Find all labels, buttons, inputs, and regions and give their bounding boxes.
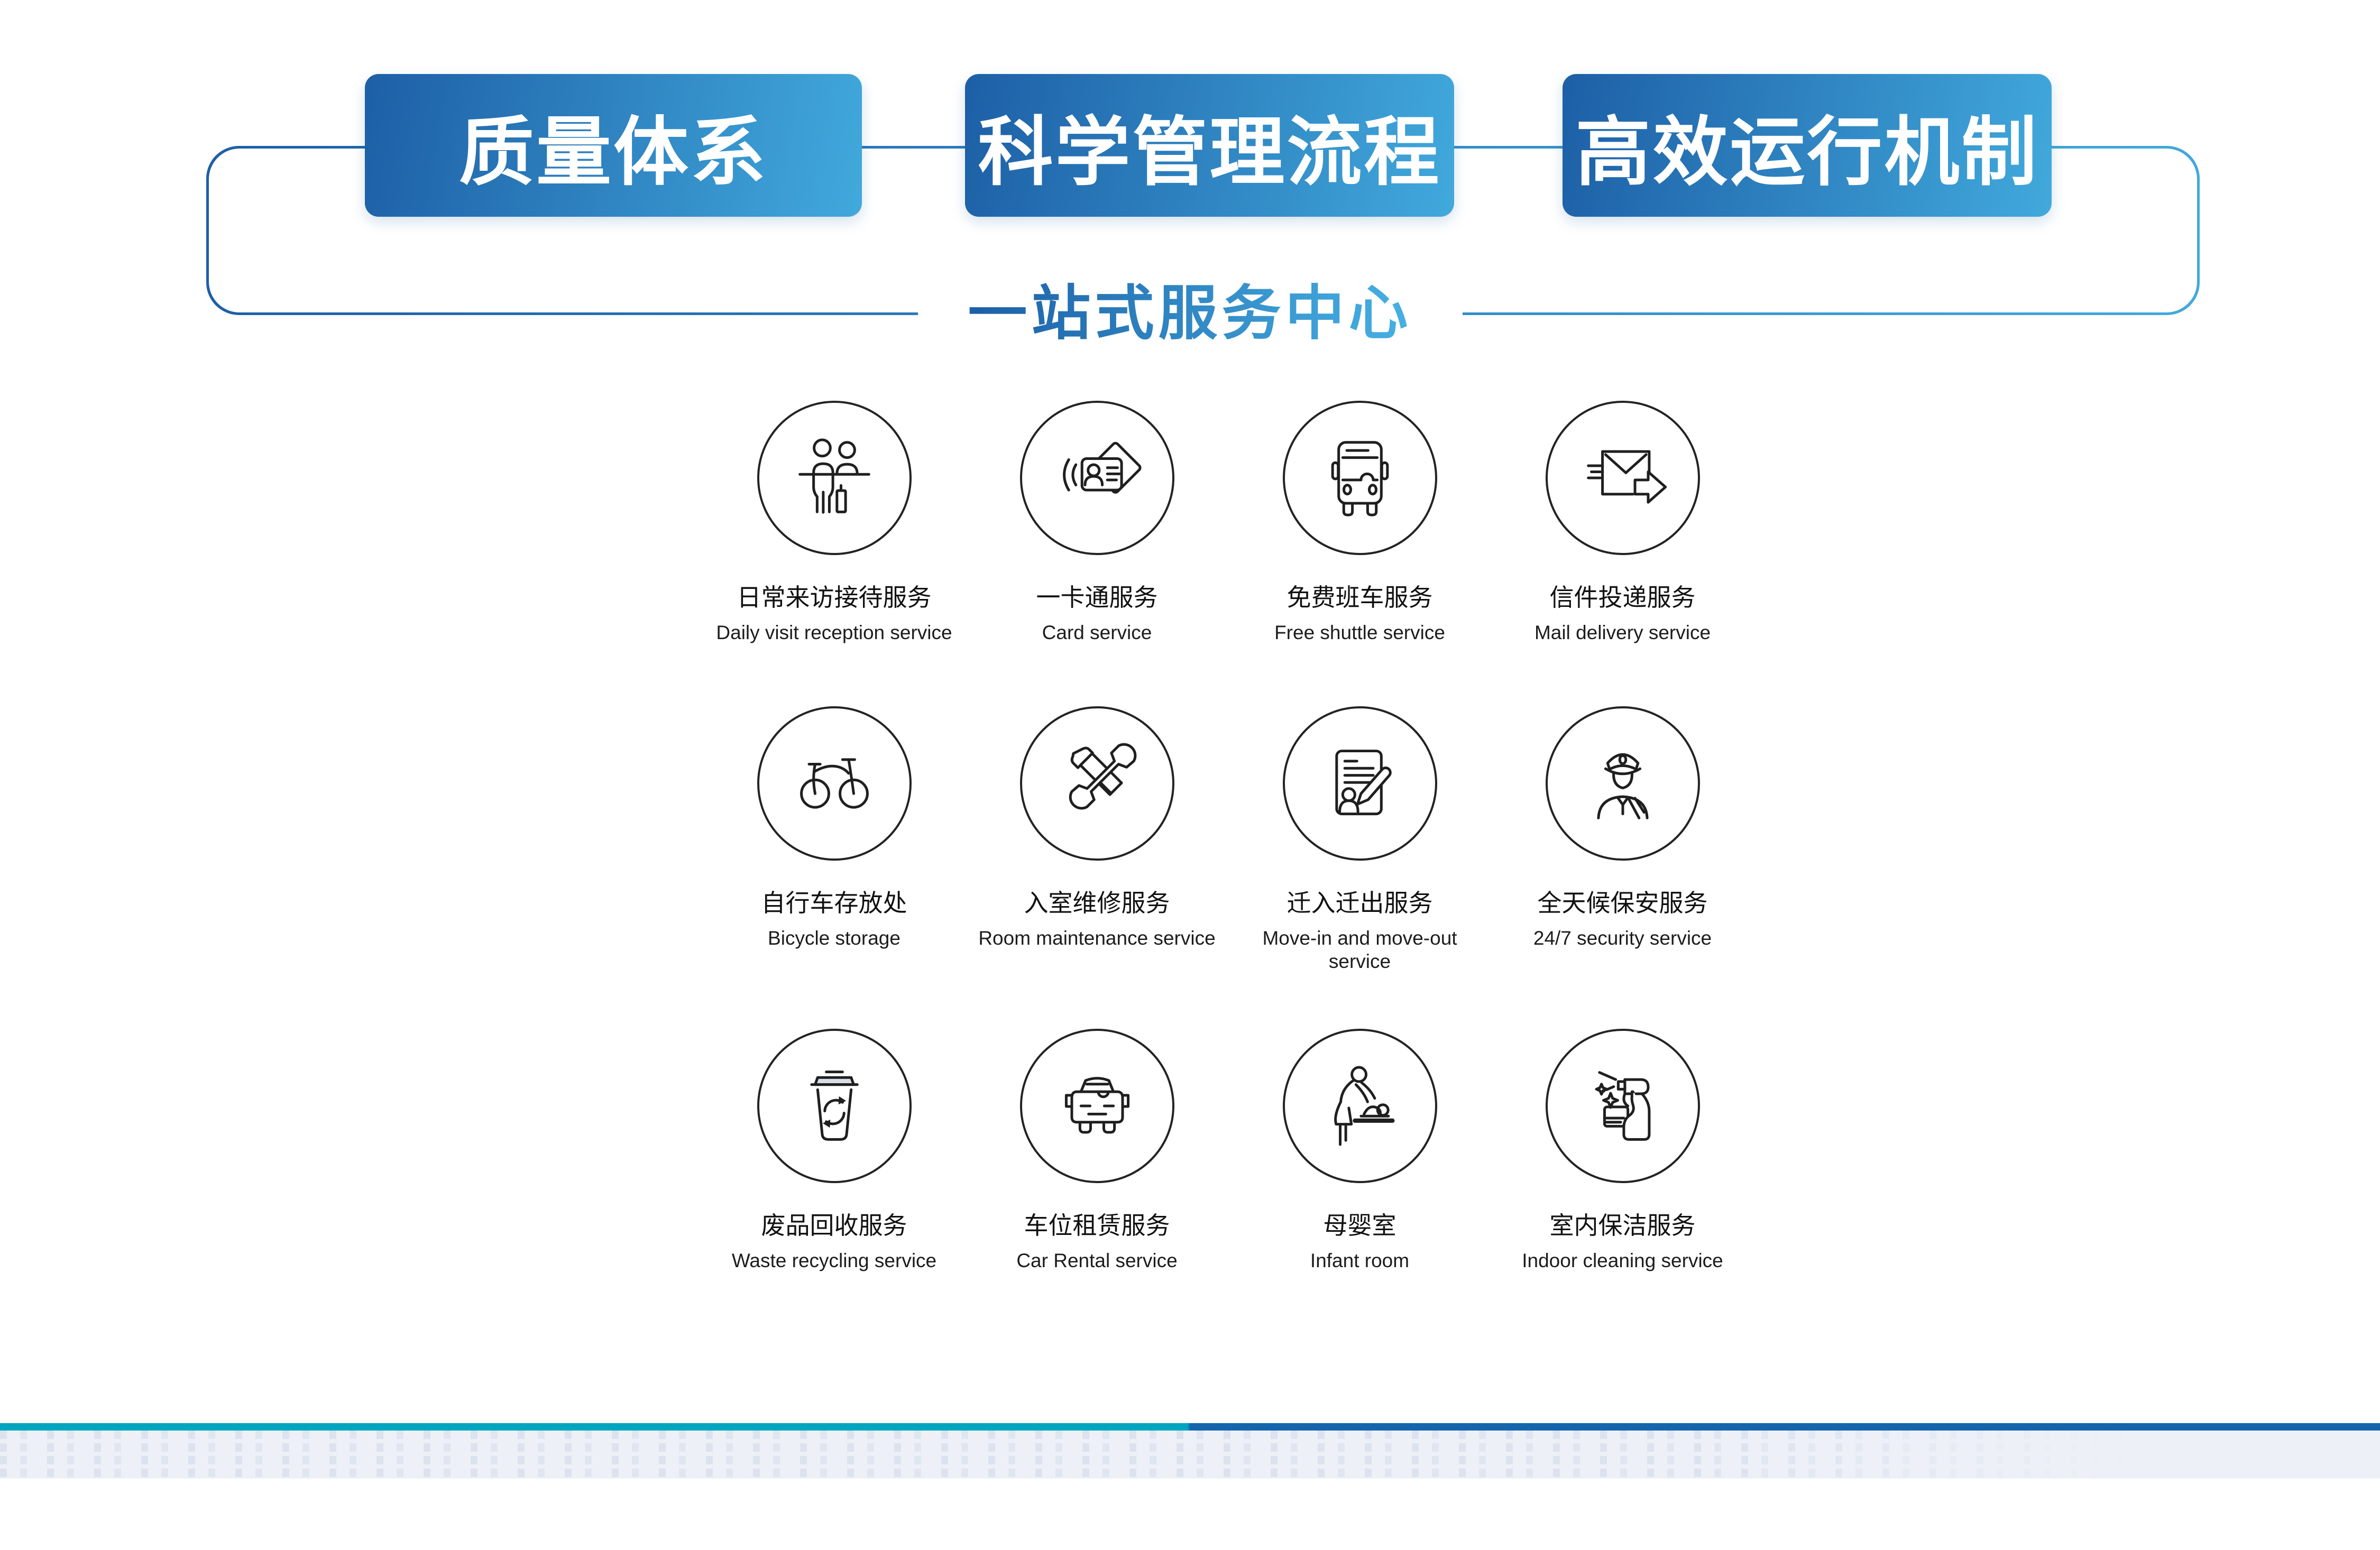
service-name-en: Waste recycling service	[731, 1250, 937, 1271]
service-item: 自行车存放处 Bicycle storage	[703, 706, 966, 1029]
service-item: 免费班车服务 Free shuttle service	[1228, 401, 1491, 706]
service-icon-circle	[1282, 706, 1437, 861]
service-name-en: Card service	[1042, 622, 1152, 643]
service-name-zh: 全天候保安服务	[1537, 889, 1708, 917]
service-icon-circle	[757, 401, 912, 555]
service-item: 母婴室 Infant room	[1228, 1029, 1491, 1272]
document-signing-icon	[1335, 750, 1392, 816]
security-guard-icon	[1596, 753, 1649, 819]
service-item: 信件投递服务 Mail delivery service	[1491, 401, 1754, 706]
header-button-label: 科学管理流程	[978, 110, 1441, 195]
title-box: 一站式服务中心	[917, 276, 1463, 350]
service-icon-circle	[1282, 1029, 1437, 1183]
service-name-en: Car Rental service	[1016, 1250, 1178, 1271]
service-name-en: Room maintenance service	[978, 927, 1216, 949]
header-button-label: 高效运行机制	[1575, 110, 2039, 195]
service-name-en: Infant room	[1310, 1250, 1410, 1271]
service-item: 全天候保安服务 24/7 security service	[1491, 706, 1754, 1029]
service-icon-circle	[757, 706, 912, 861]
page-title: 一站式服务中心	[968, 276, 1412, 350]
reception-desk-icon	[798, 438, 870, 514]
service-item: 日常来访接待服务 Daily visit reception service	[703, 401, 966, 706]
service-name-en: 24/7 security service	[1533, 927, 1712, 949]
footer-accent-bar	[0, 1423, 2380, 1431]
service-name-zh: 一卡通服务	[1036, 584, 1158, 611]
service-name-zh: 免费班车服务	[1287, 584, 1433, 611]
service-name-zh: 废品回收服务	[761, 1212, 907, 1239]
header-button-management-process: 科学管理流程	[965, 74, 1454, 217]
service-item: 迁入迁出服务 Move-in and move-out service	[1228, 706, 1491, 1029]
service-name-zh: 室内保洁服务	[1549, 1212, 1696, 1239]
mail-forward-icon	[1586, 450, 1667, 504]
header-button-operation-mechanism: 高效运行机制	[1563, 74, 2052, 217]
service-name-zh: 母婴室	[1323, 1212, 1396, 1239]
service-icon-circle	[1545, 706, 1700, 861]
service-name-en: Bicycle storage	[768, 927, 900, 949]
bicycle-icon	[800, 758, 869, 809]
services-grid: 日常来访接待服务 Daily visit reception service 一…	[703, 401, 1754, 1272]
header-button-label: 质量体系	[459, 110, 768, 195]
service-item: 室内保洁服务 Indoor cleaning service	[1491, 1029, 1754, 1272]
service-icon-circle	[1019, 1029, 1174, 1183]
service-name-en: Mail delivery service	[1534, 622, 1711, 643]
service-name-zh: 车位租赁服务	[1024, 1212, 1170, 1239]
service-name-zh: 信件投递服务	[1549, 584, 1696, 611]
service-name-zh: 入室维修服务	[1024, 889, 1170, 917]
service-item: 废品回收服务 Waste recycling service	[703, 1029, 966, 1272]
service-icon-circle	[757, 1029, 912, 1183]
service-name-zh: 自行车存放处	[761, 889, 907, 917]
service-name-zh: 日常来访接待服务	[737, 584, 932, 611]
shuttle-bus-icon	[1331, 441, 1389, 516]
service-name-en: Indoor cleaning service	[1522, 1250, 1723, 1271]
service-icon-circle	[1019, 401, 1174, 555]
service-icon-circle	[1282, 401, 1437, 555]
service-name-en: Move-in and move-out service	[1262, 927, 1457, 972]
service-name-en: Daily visit reception service	[716, 622, 952, 643]
spray-cleaner-icon	[1595, 1071, 1650, 1141]
service-item: 车位租赁服务 Car Rental service	[966, 1029, 1228, 1272]
footer-pattern-band	[0, 1431, 2380, 1479]
service-item: 入室维修服务 Room maintenance service	[966, 706, 1228, 1029]
service-icon-circle	[1019, 706, 1174, 861]
service-item: 一卡通服务 Card service	[966, 401, 1228, 706]
service-name-en: Free shuttle service	[1274, 622, 1445, 643]
car-front-icon	[1064, 1077, 1129, 1134]
service-icon-circle	[1545, 1029, 1700, 1183]
baby-changing-icon	[1334, 1066, 1394, 1146]
header-button-quality-system: 质量体系	[365, 74, 862, 217]
wrench-screwdriver-icon	[1069, 743, 1136, 810]
service-name-zh: 迁入迁出服务	[1287, 889, 1433, 917]
recycle-bin-icon	[810, 1071, 859, 1141]
contactless-id-card-icon	[1062, 441, 1142, 494]
service-icon-circle	[1545, 401, 1700, 555]
